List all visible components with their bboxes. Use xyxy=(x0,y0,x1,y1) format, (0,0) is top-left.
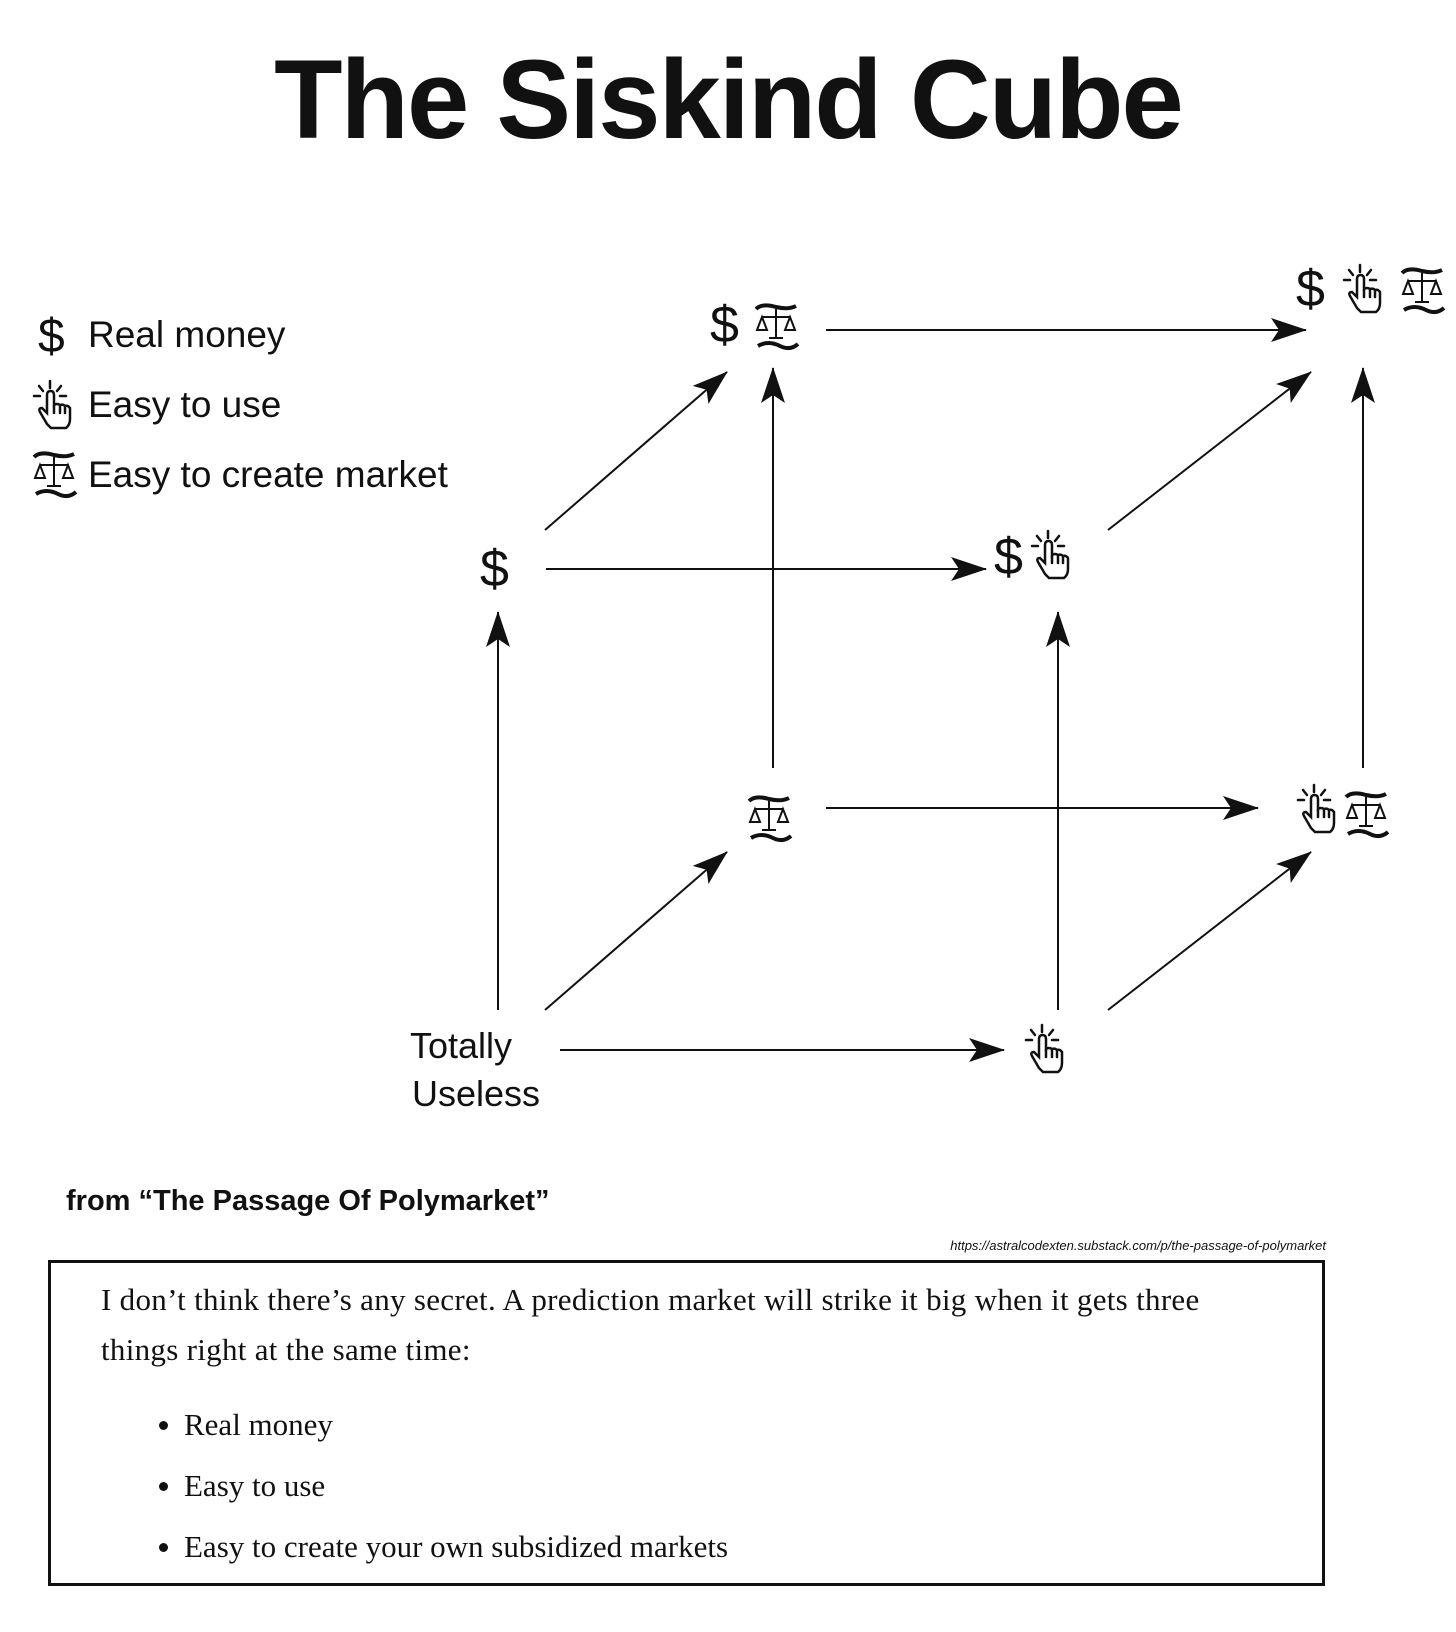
source-title: from “The Passage Of Polymarket” xyxy=(66,1185,550,1217)
dollar-icon: $ xyxy=(994,528,1023,586)
pointer-hand-icon xyxy=(1030,529,1070,580)
pointer-hand-icon xyxy=(1296,783,1336,834)
edge-easy-to-easy-market xyxy=(1107,851,1312,1011)
node-easy-market xyxy=(1296,783,1390,839)
scales-icon xyxy=(32,451,78,499)
node-label: Totally xyxy=(410,1025,512,1066)
legend: $ Real money Easy to use xyxy=(30,300,448,510)
scales-icon xyxy=(754,303,800,351)
node-totally-useless: Totally Useless xyxy=(410,1025,540,1114)
legend-label: Easy to create market xyxy=(88,454,448,495)
dollar-icon: $ xyxy=(1296,260,1325,318)
quote-box: I don’t think there’s any secret. A pred… xyxy=(48,1260,1325,1586)
legend-item-easy-to-use: Easy to use xyxy=(30,370,448,440)
node-all-three: $ xyxy=(1296,260,1446,318)
scales-icon xyxy=(1344,791,1390,839)
pointer-hand-icon xyxy=(1024,1023,1064,1074)
dollar-icon: $ xyxy=(480,540,509,598)
node-dollar: $ xyxy=(480,540,509,598)
node-dollar-easy: $ xyxy=(994,528,1070,586)
legend-item-easy-to-create-market: Easy to create market xyxy=(30,440,448,510)
legend-label: Real money xyxy=(88,314,286,355)
legend-item-real-money: $ Real money xyxy=(30,300,448,370)
dollar-icon: $ xyxy=(710,296,739,354)
legend-label: Easy to use xyxy=(88,384,282,425)
edge-dollar-easy-to-all xyxy=(1107,371,1312,531)
edge-useless-to-market xyxy=(544,851,728,1011)
edge-dollar-to-dollar-market xyxy=(544,371,728,531)
list-item: Easy to use xyxy=(151,1464,728,1525)
node-dollar-market: $ xyxy=(710,296,800,354)
source-url: https://astralcodexten.substack.com/p/th… xyxy=(950,1238,1326,1253)
node-easy xyxy=(1024,1023,1064,1074)
page-title: The Siskind Cube xyxy=(274,37,1184,162)
list-item: Easy to create your own subsidized marke… xyxy=(151,1525,728,1586)
quote-list: Real money Easy to use Easy to create yo… xyxy=(151,1403,728,1586)
svg-text:$: $ xyxy=(38,310,65,362)
list-item: Real money xyxy=(151,1403,728,1464)
pointer-hand-icon xyxy=(32,379,72,430)
node-market xyxy=(747,795,793,843)
scales-icon xyxy=(1400,267,1446,315)
pointer-hand-icon xyxy=(1342,263,1382,314)
node-label: Useless xyxy=(412,1073,540,1114)
dollar-icon: $ xyxy=(38,310,65,362)
scales-icon xyxy=(747,795,793,843)
quote-text: I don’t think there’s any secret. A pred… xyxy=(101,1282,1200,1367)
